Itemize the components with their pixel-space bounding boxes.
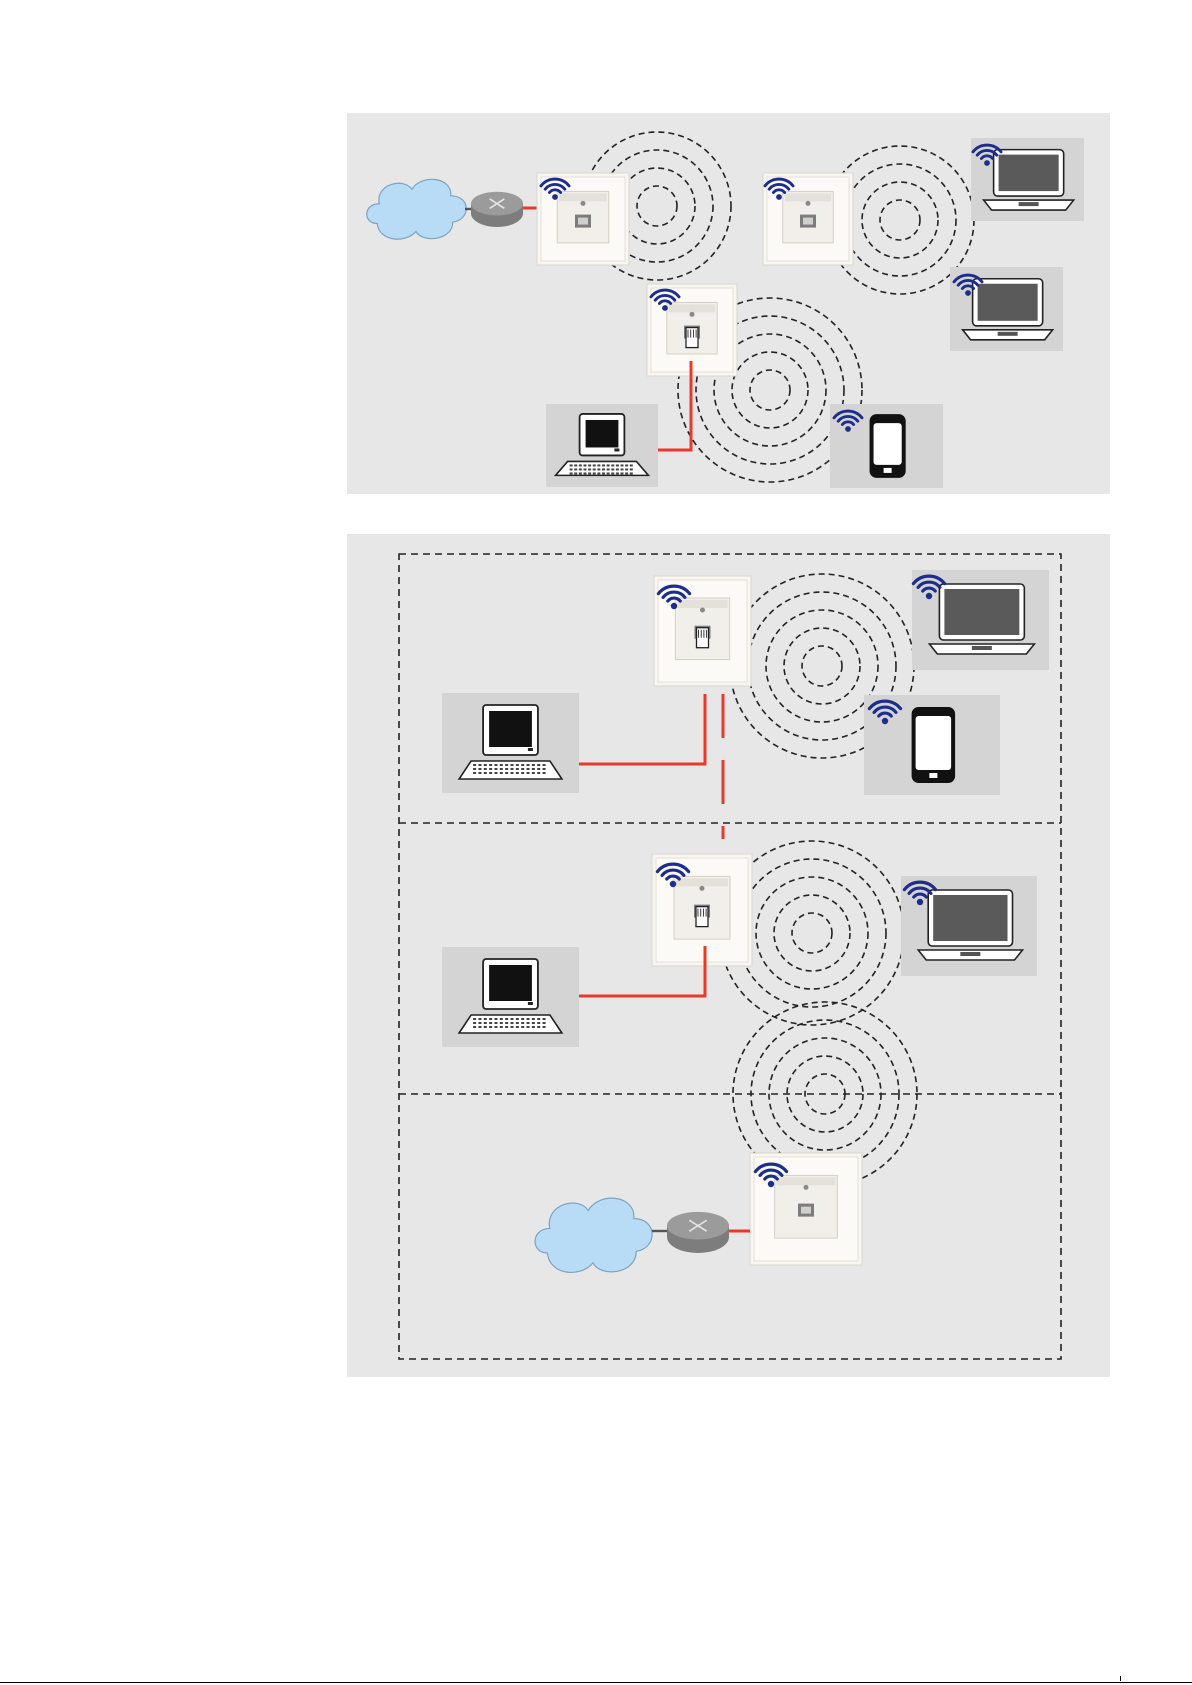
footer-tick bbox=[1120, 1676, 1121, 1681]
cloud-icon bbox=[367, 179, 466, 239]
footer-rule bbox=[0, 1682, 1192, 1683]
router-icon bbox=[471, 192, 523, 227]
diagram-b bbox=[347, 534, 1110, 1377]
diagram-b-panel bbox=[347, 534, 1110, 1377]
desktop-computer-icon bbox=[442, 947, 579, 1047]
smartphone-icon bbox=[864, 695, 1000, 795]
diagram-a-panel bbox=[347, 113, 1110, 494]
laptop-icon bbox=[912, 570, 1049, 670]
desktop-computer-icon bbox=[442, 693, 579, 793]
cloud-icon bbox=[535, 1198, 652, 1272]
laptop-icon bbox=[901, 876, 1037, 976]
wall-socket-icon bbox=[763, 173, 853, 265]
cable-line bbox=[579, 694, 705, 764]
desktop-computer-icon bbox=[546, 404, 658, 487]
diagram-a bbox=[347, 113, 1110, 494]
wall-socket-icon bbox=[537, 173, 629, 265]
router-icon bbox=[667, 1212, 729, 1253]
